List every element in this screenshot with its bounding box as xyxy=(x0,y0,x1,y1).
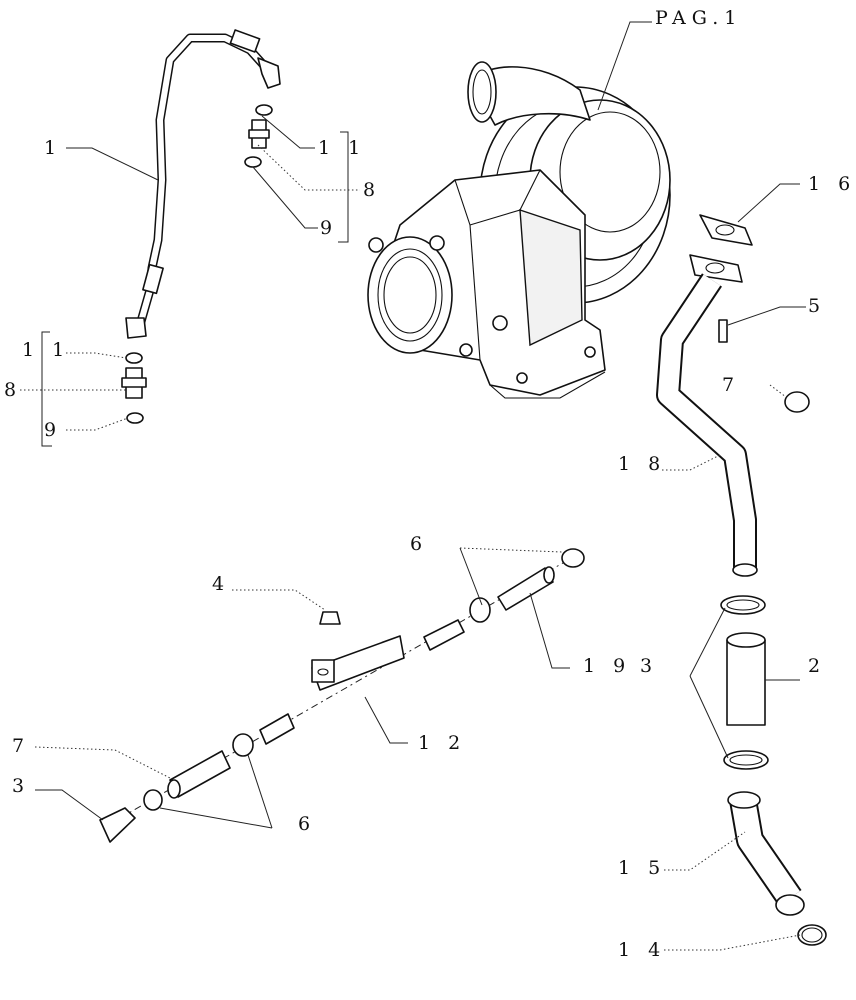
leader-lines xyxy=(20,115,806,951)
callout-8-lower: 8 xyxy=(4,379,22,401)
callout-2: 2 xyxy=(808,655,826,677)
callout-5: 5 xyxy=(808,295,826,317)
callout-8-upper: 8 xyxy=(363,179,381,201)
callout-7-left: 7 xyxy=(12,735,30,757)
callout-11-lower: 1 1 xyxy=(22,339,70,361)
callout-3-right: 3 xyxy=(640,655,658,677)
reference-page-label: PAG.1 xyxy=(655,7,742,29)
callout-4: 4 xyxy=(212,573,230,595)
callout-18: 1 8 xyxy=(618,453,666,475)
callout-19: 1 9 xyxy=(583,655,631,677)
callout-12: 1 2 xyxy=(418,732,466,754)
callout-9-upper: 9 xyxy=(320,217,338,239)
reference-leader xyxy=(597,21,652,111)
return-pipe-assembly xyxy=(656,214,810,577)
callout-11-upper: 1 1 xyxy=(318,137,366,159)
lower-fitting-group xyxy=(121,352,147,424)
turbocharger xyxy=(367,61,671,399)
upper-fitting-group xyxy=(244,104,273,168)
callout-6-lower: 6 xyxy=(298,813,316,835)
callout-9-lower: 9 xyxy=(44,419,62,441)
callout-7-right: 7 xyxy=(722,374,740,396)
callout-14: 1 4 xyxy=(618,939,666,961)
lower-right-hose-assembly xyxy=(720,595,827,946)
callout-3-left: 3 xyxy=(12,775,30,797)
callout-6-upper: 6 xyxy=(410,533,428,555)
callout-16: 1 6 xyxy=(808,173,856,195)
callout-15: 1 5 xyxy=(618,857,666,879)
center-hose-assembly xyxy=(99,548,585,843)
oil-feed-pipe xyxy=(125,29,281,339)
callout-1: 1 xyxy=(44,137,62,159)
